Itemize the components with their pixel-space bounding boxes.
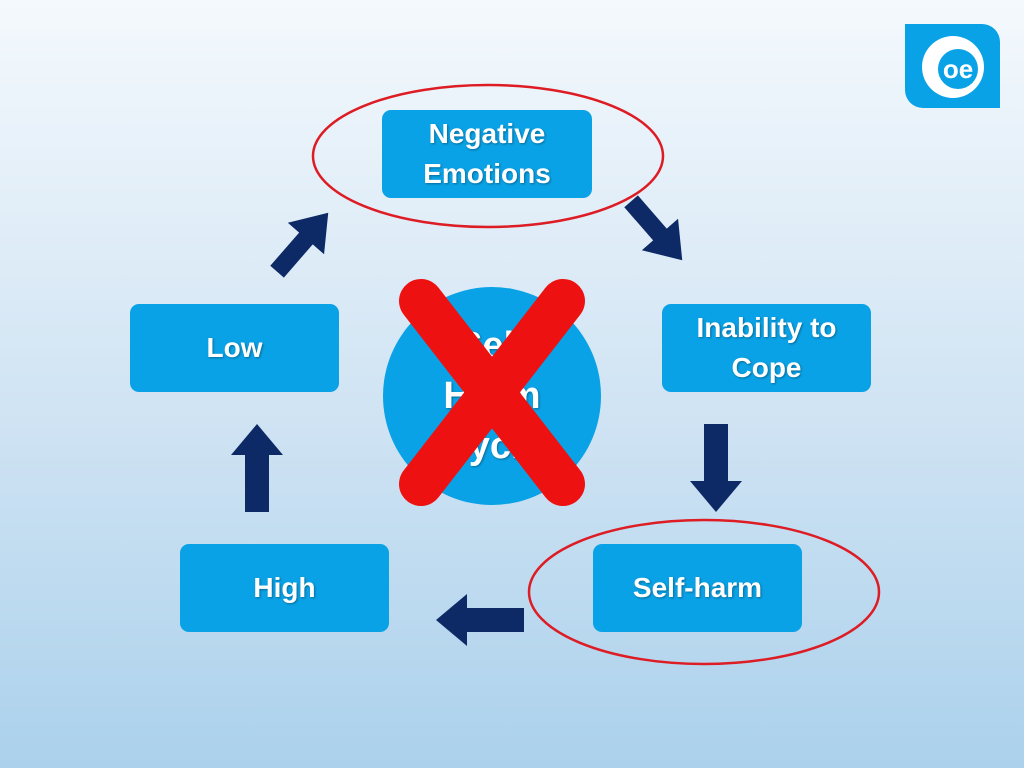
arrow-negative-emotions-to-inability: [624, 195, 683, 261]
node-low: Low: [130, 304, 339, 392]
node-self-harm-label: Self-harm: [632, 572, 763, 603]
node-inability-to-cope: Inability to Cope: [662, 304, 871, 392]
cross-out-icon: [399, 279, 585, 506]
node-low-label: Low: [206, 332, 263, 363]
arrow-inability-to-self-harm: [690, 424, 742, 512]
node-self-harm: Self-harm: [593, 544, 802, 632]
node-inability-to-cope-label: Inability to Cope: [696, 312, 837, 383]
node-high-label: High: [253, 572, 316, 603]
logo-mark-icon: oe: [922, 36, 984, 98]
highlight-ring-self-harm: [527, 518, 881, 666]
logo: oe: [905, 24, 1000, 108]
logo-text: oe: [943, 54, 973, 84]
highlight-ring-negative-emotions: [311, 83, 665, 229]
node-negative-emotions: Negative Emotions: [382, 110, 592, 198]
arrow-self-harm-to-high: [436, 594, 524, 646]
arrow-high-to-low: [231, 424, 283, 512]
node-high: High: [180, 544, 389, 632]
node-negative-emotions-label: Negative Emotions: [423, 118, 551, 189]
arrow-low-to-negative-emotions: [270, 212, 329, 278]
